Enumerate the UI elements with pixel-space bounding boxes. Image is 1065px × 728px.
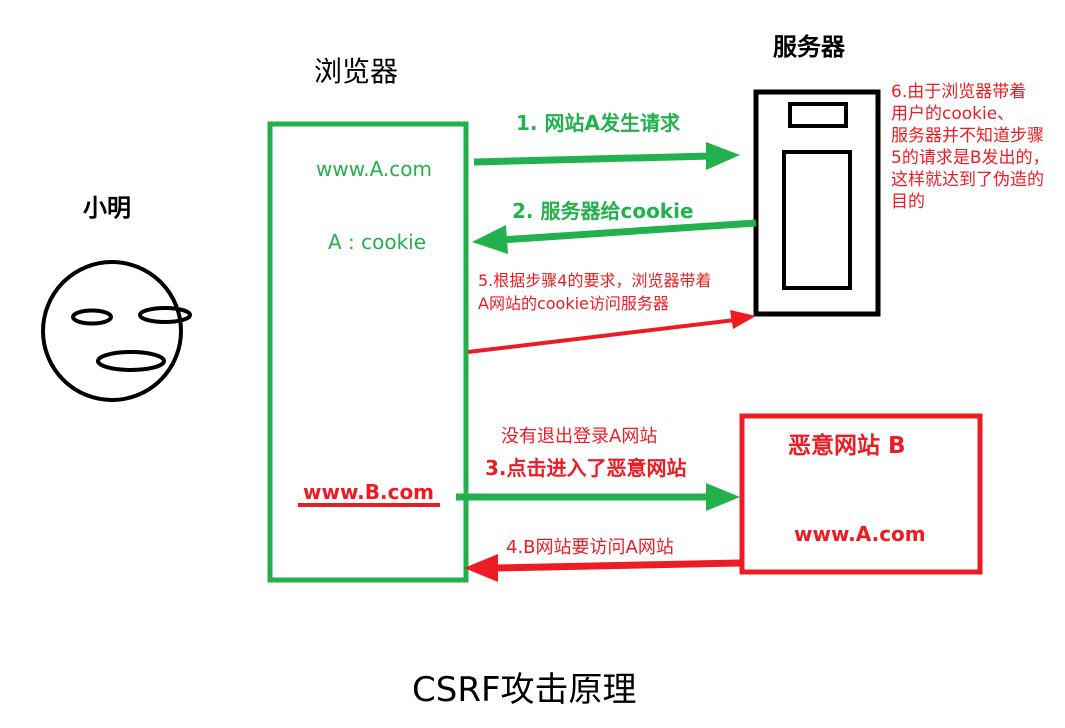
step4-label: 4.B网站要访问A网站 <box>506 537 674 558</box>
step3-precondition: 没有退出登录A网站 <box>501 426 658 447</box>
server-label: 服务器 <box>773 33 845 61</box>
arrow-step4 <box>464 554 741 582</box>
arrow-step5 <box>467 310 756 354</box>
malicious-site-target: www.A.com <box>794 522 926 546</box>
step6-line: 服务器并不知道步骤 <box>891 126 1044 146</box>
browser-box <box>267 121 469 583</box>
arrow-step3 <box>456 483 740 511</box>
step3-label: 3.点击进入了恶意网站 <box>485 456 687 480</box>
face-icon <box>41 260 192 402</box>
step5-label-line2: A网站的cookie访问服务器 <box>478 294 669 313</box>
step5-label-line1: 5.根据步骤4的要求，浏览器带着 <box>478 271 712 290</box>
step6-line: 用户的cookie、 <box>891 104 1015 124</box>
step6-line: 5的请求是B发出的， <box>891 148 1050 168</box>
step6-line: 这样就达到了伪造的 <box>891 170 1044 190</box>
server-tower-icon <box>753 89 881 317</box>
step1-label: 1. 网站A发生请求 <box>516 111 680 135</box>
browser-label: 浏览器 <box>314 55 399 88</box>
malicious-site-box <box>739 413 983 575</box>
step2-label: 2. 服务器给cookie <box>512 199 694 223</box>
browser-site-b: www.B.com <box>303 480 435 504</box>
step6-line: 目的 <box>891 192 925 212</box>
arrow-step2 <box>472 219 757 254</box>
user-name-label: 小明 <box>83 194 131 222</box>
browser-site-a: www.A.com <box>316 157 432 181</box>
arrow-step1 <box>473 142 740 170</box>
browser-cookie: A : cookie <box>328 230 427 254</box>
malicious-site-title: 恶意网站 B <box>788 433 906 459</box>
step6-line: 6.由于浏览器带着 <box>891 82 1027 102</box>
diagram-title: CSRF攻击原理 <box>412 670 637 710</box>
